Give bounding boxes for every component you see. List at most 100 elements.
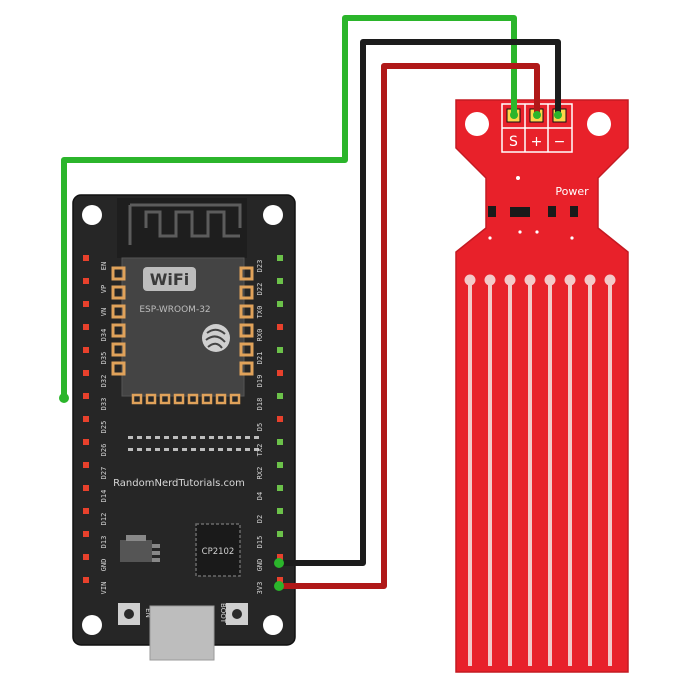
pin-left-d12[interactable]: D12	[83, 508, 108, 525]
pin-right-tx2[interactable]: TX2	[256, 439, 283, 456]
module-pad	[239, 266, 254, 281]
pin-left-vin[interactable]: VIN	[83, 577, 108, 594]
dashed-pad	[164, 448, 169, 451]
boot-button[interactable]	[226, 603, 248, 625]
water-level-sensor: S + − Power	[455, 99, 629, 673]
pin-label-left: VN	[100, 308, 108, 316]
pin-left-vp[interactable]: VP	[83, 278, 108, 293]
pin-left-d25[interactable]: D25	[83, 416, 108, 433]
sensor-trace	[544, 274, 556, 666]
pin-right-d15[interactable]: D15	[256, 531, 283, 548]
pin-right-d23[interactable]: D23	[256, 255, 283, 272]
pin-left-d27[interactable]: D27	[83, 462, 108, 479]
pin-label-left: D27	[100, 467, 108, 480]
dashed-pad	[200, 436, 205, 439]
pin-left-d34[interactable]: D34	[83, 324, 108, 341]
wire-end-minus	[554, 111, 562, 119]
pin-right-3v3[interactable]: 3V3	[256, 577, 283, 594]
module-pad	[239, 285, 254, 300]
pin-left-d35[interactable]: D35	[83, 347, 108, 364]
dashed-pad	[173, 448, 178, 451]
sensor-trace	[524, 274, 536, 666]
pin-label-left: D25	[100, 421, 108, 434]
pin-label-left: D12	[100, 513, 108, 526]
cp2102-chip: CP2102	[195, 523, 241, 577]
dashed-pad	[209, 436, 214, 439]
pin-left-gnd[interactable]: GND	[83, 554, 108, 571]
pin-right-d19[interactable]: D19	[256, 370, 283, 387]
esp-module-label: ESP-WROOM-32	[139, 305, 210, 315]
pin-right-gnd[interactable]: GND	[256, 554, 283, 571]
pin-right-d18[interactable]: D18	[256, 393, 283, 410]
pin-label-left: VIN	[100, 582, 108, 595]
espressif-logo-icon	[202, 324, 230, 352]
pin-left-d32[interactable]: D32	[83, 370, 108, 387]
dashed-pad	[254, 436, 259, 439]
dashed-pad	[218, 448, 223, 451]
pin-right-tx0[interactable]: TX0	[256, 301, 283, 318]
sensor-trace	[584, 274, 596, 666]
en-button[interactable]	[118, 603, 140, 625]
pin-left-d13[interactable]: D13	[83, 531, 108, 548]
dashed-pad	[227, 448, 232, 451]
sensor-trace	[564, 274, 576, 666]
module-pad	[173, 393, 185, 405]
wifi-logo-text: WiFi	[150, 270, 190, 289]
cp2102-label: CP2102	[202, 547, 235, 557]
sensor-smd-resistor-1	[488, 206, 496, 217]
dashed-pad	[200, 448, 205, 451]
sensor-mount-hole-right	[587, 112, 611, 136]
module-pads	[111, 266, 254, 405]
sensor-power-label: Power	[555, 185, 589, 198]
module-pad	[239, 323, 254, 338]
pin-left-d14[interactable]: D14	[83, 485, 108, 502]
pin-left-vn[interactable]: VN	[83, 301, 108, 316]
pin-right-d21[interactable]: D21	[256, 347, 283, 364]
micro-usb-port[interactable]	[149, 605, 215, 661]
pin-label-right: D18	[256, 398, 264, 411]
pin-right-d22[interactable]: D22	[256, 278, 283, 295]
wires	[59, 15, 562, 591]
wire-end-d33	[59, 393, 69, 403]
dashed-pad	[137, 436, 142, 439]
module-pad	[131, 393, 143, 405]
pin-left-d26[interactable]: D26	[83, 439, 108, 456]
module-pad	[229, 393, 241, 405]
sensor-pin-label-minus: −	[554, 134, 566, 150]
pin-right-d5[interactable]: D5	[256, 416, 283, 431]
pin-right-d4[interactable]: D4	[256, 485, 283, 500]
module-pad	[239, 342, 254, 357]
sensor-smd-resistor-3	[570, 206, 578, 217]
module-pad	[239, 304, 254, 319]
sensor-pin-label-s: S	[509, 134, 518, 150]
pin-label-left: D34	[100, 329, 108, 342]
pin-label-left: D13	[100, 536, 108, 549]
wire-end-gnd	[274, 558, 284, 568]
pin-label-left: D33	[100, 398, 108, 411]
pin-label-right: TX2	[256, 444, 264, 457]
module-pad	[145, 393, 157, 405]
wire-end-3v3	[274, 581, 284, 591]
pin-label-right: D4	[256, 492, 264, 500]
module-pad	[239, 361, 254, 376]
module-pad	[111, 361, 126, 376]
pin-right-rx0[interactable]: RX0	[256, 324, 283, 341]
sensor-pin-label-plus: +	[531, 134, 543, 150]
sensor-trace	[484, 274, 496, 666]
board-dashed-pads	[128, 436, 259, 451]
dashed-pad	[155, 448, 160, 451]
pin-left-d33[interactable]: D33	[83, 393, 108, 410]
dashed-pad	[254, 448, 259, 451]
pin-right-rx2[interactable]: RX2	[256, 462, 283, 479]
pin-left-en[interactable]: EN	[83, 255, 108, 270]
pin-right-d2[interactable]: D2	[256, 508, 283, 523]
dashed-pad	[182, 448, 187, 451]
esp32-mount-hole-bl	[82, 615, 102, 635]
module-pad	[111, 323, 126, 338]
antenna-trace	[128, 203, 242, 245]
dashed-pad	[245, 436, 250, 439]
pin-label-left: GND	[100, 559, 108, 572]
wire-end-s	[510, 111, 518, 119]
